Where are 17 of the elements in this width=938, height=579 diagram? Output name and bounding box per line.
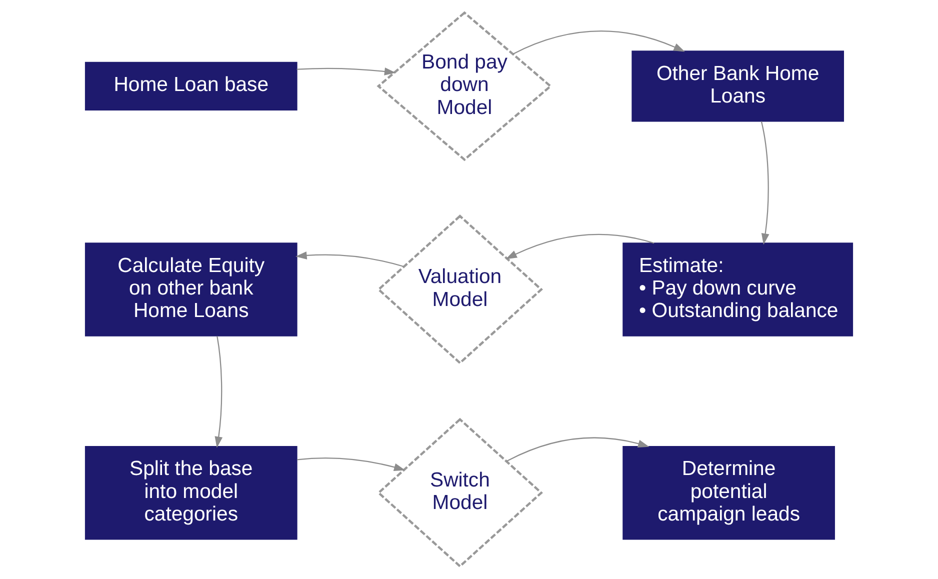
arrow	[214, 336, 223, 448]
node-box: Split the base into model categories	[84, 446, 298, 540]
node-box: Home Loan base	[84, 62, 298, 110]
node-diamond: Valuation Model	[376, 214, 543, 364]
arrow	[506, 234, 654, 260]
arrow	[296, 68, 396, 76]
node-box: Other Bank Home Loans	[632, 50, 844, 122]
node-diamond: Switch Model	[376, 418, 543, 568]
arrow	[512, 30, 685, 54]
arrow	[506, 437, 650, 462]
arrow	[296, 252, 404, 268]
arrow	[297, 458, 406, 471]
arrow	[760, 121, 770, 245]
node-box: Determine potential campaign leads	[622, 446, 835, 540]
node-box: Calculate Equity on other bank Home Loans	[84, 242, 298, 336]
node-diamond: Bond pay down Model	[376, 11, 552, 162]
node-box: Estimate: • Pay down curve • Outstanding balance	[622, 242, 854, 336]
